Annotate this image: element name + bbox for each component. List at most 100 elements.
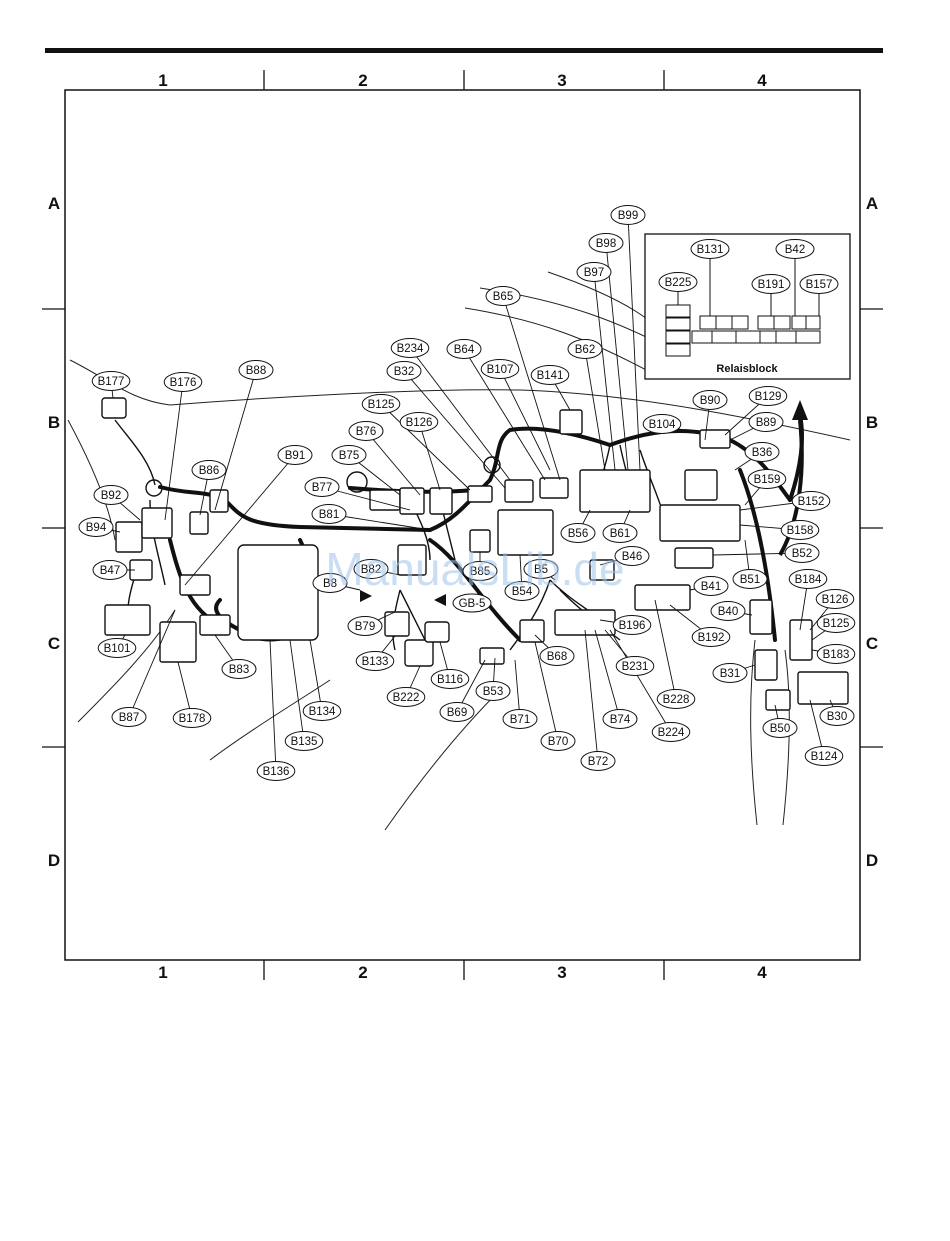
connector-callout: B92 [93,485,129,505]
callout-bubble [691,627,731,647]
callout-bubble [311,504,347,524]
callout-bubble [93,485,129,505]
connector-callout: B124 [804,746,844,766]
callout-bubble [439,702,475,722]
leader-line [380,403,471,491]
callout-bubble [651,722,691,742]
relay-callout-label: B225 [665,277,692,289]
connector-callout: B104 [642,414,682,434]
callout-bubble [256,761,296,781]
callout-label: B40 [718,606,738,618]
grid-row-label-left: C [48,634,60,653]
callout-label: B183 [823,649,850,661]
callout-bubble [819,706,855,726]
callout-bubble [614,546,650,566]
callout-bubble [480,359,520,379]
callout-bubble [560,523,596,543]
callout-label: B159 [754,474,781,486]
leader-line [128,609,176,718]
callout-bubble [788,569,828,589]
diagram-frame [64,89,861,961]
callout-bubble [815,589,855,609]
leader-line [584,348,606,471]
connector-callout: B98 [588,233,624,253]
connector-callout: B228 [656,689,696,709]
callout-label: B53 [483,686,503,698]
connector-callout: B77 [304,477,340,497]
connector-callout: B97 [576,262,612,282]
callout-label: B141 [537,370,564,382]
connector-callout: B47 [92,560,128,580]
callout-label: B107 [487,364,514,376]
ground-label-text: GB-5 [459,598,486,610]
callout-label: B76 [356,426,376,438]
relay-callout: B42 [775,239,815,259]
relay-callout: B225 [658,272,698,292]
callout-bubble [353,559,389,579]
callout-bubble [502,709,538,729]
connector-callout: B40 [710,601,746,621]
callout-bubble [485,286,521,306]
callout-bubble [762,718,798,738]
callout-bubble [602,709,638,729]
callout-label: B92 [101,490,121,502]
callout-bubble [747,469,787,489]
connector-callout: B141 [530,365,570,385]
callout-label: B86 [199,465,219,477]
connector-callout: B30 [819,706,855,726]
connector-callout: B74 [602,709,638,729]
connector-callout: B126 [399,412,439,432]
connector-callout: B183 [816,644,856,664]
callout-bubble [748,412,784,432]
watermark: ManualsLib.de [325,543,624,595]
callout-label: B91 [285,450,305,462]
callout-bubble [610,205,646,225]
callout-bubble [277,445,313,465]
grid-row-label-right: A [866,194,878,213]
callout-label: B125 [368,399,395,411]
connector-callout: B90 [692,390,728,410]
callout-label: B50 [770,723,790,735]
callout-bubble [642,414,682,434]
relay-callout: B191 [751,274,791,294]
callout-label: B31 [720,668,740,680]
callout-bubble [710,601,746,621]
relay-callout-bubble [690,239,730,259]
connector-callout: B50 [762,718,798,738]
callout-label: B69 [447,707,467,719]
callout-label: B94 [86,522,107,534]
callout-label: B231 [622,661,649,673]
callout-label: B70 [548,736,568,748]
connector-callout: B101 [97,638,137,658]
callout-label: B126 [822,594,849,606]
callout-label: B136 [263,766,290,778]
callout-bubble [462,561,498,581]
connector-callout: B76 [348,421,384,441]
callout-label: B65 [493,291,513,303]
grid-column-label-bottom: 3 [557,963,566,982]
callout-bubble [386,687,426,707]
callout-bubble [784,543,820,563]
connector-callout: B178 [172,708,212,728]
connector-callout: B85 [462,561,498,581]
callout-label: B126 [406,417,433,429]
leader-line [605,242,629,471]
callout-label: B88 [246,365,266,377]
leader-line [269,639,277,772]
grid-row-label-right: C [866,634,878,653]
callout-bubble [238,360,274,380]
leader-line [214,369,257,511]
connector-callout: B133 [355,651,395,671]
connector-bodies [101,397,849,711]
callout-label: B178 [179,713,206,725]
callout-label: B5 [534,564,548,576]
grid-row-label-left: B [48,413,60,432]
leader-line [502,295,561,481]
callout-label: B68 [547,651,567,663]
callout-bubble [748,386,788,406]
relay-callout-bubble [751,274,791,294]
grid-row-label-right: B [866,413,878,432]
connector-callout: B234 [390,338,430,358]
connector-callout: B224 [651,722,691,742]
connector-callout: B231 [615,656,655,676]
